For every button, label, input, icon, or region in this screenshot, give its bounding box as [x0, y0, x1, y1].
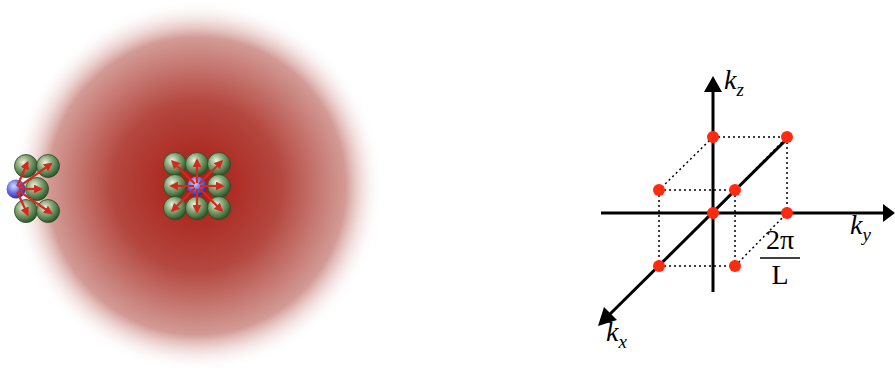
- atom-clusters: [7, 153, 231, 223]
- fraction-term: 2π: [766, 226, 794, 254]
- fraction-term: L: [771, 261, 788, 289]
- fraction-bar: [760, 257, 800, 259]
- atom-cluster: [164, 153, 231, 220]
- atom-cluster: [7, 155, 60, 223]
- k-space-axes: [601, 84, 891, 320]
- axis-label: kx: [606, 318, 627, 346]
- axis-label: ky: [850, 211, 871, 239]
- density-cloud: [11, 0, 383, 372]
- axis-arrowhead: [704, 76, 722, 92]
- axis-arrowhead: [883, 204, 895, 222]
- axis-label: kz: [724, 66, 744, 94]
